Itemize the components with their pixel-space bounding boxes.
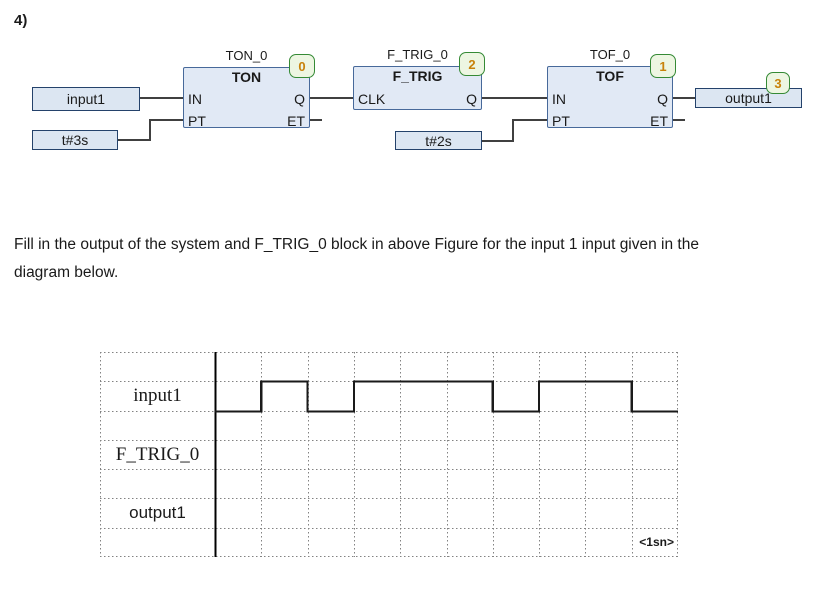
tof-pin-et: ET [650,113,668,129]
ton-pin-et: ET [287,113,305,129]
timing-row-label-ftrig0: F_TRIG_0 [115,443,200,465]
tof-order-badge: 1 [650,54,676,78]
input-box-t2s: t#2s [395,131,482,150]
tof-block-title: TOF [596,68,624,84]
ton-block: TON IN PT Q ET [183,67,310,129]
timing-grid [100,352,678,557]
question-text: Fill in the output of the system and F_T… [14,231,699,287]
timing-scale-note: <1sn> [639,535,674,549]
output-box-output1-label: output1 [725,90,772,106]
ton-order-badge: 0 [289,54,315,78]
input-box-t3s: t#3s [32,130,118,150]
timing-diagram: input1 F_TRIG_0 output1 <1sn> [100,352,678,557]
ton-pin-pt: PT [188,113,206,129]
function-block-diagram: input1 t#3s t#2s TON_0 TON IN PT Q ET 0 … [0,0,815,210]
ton-instance-label: TON_0 [225,48,268,63]
ton-block-title: TON [231,69,262,85]
ftrig-instance-label: F_TRIG_0 [387,47,448,62]
output-order-badge: 3 [766,72,790,94]
ton-pin-in: IN [188,91,202,107]
tof-instance-label: TOF_0 [589,47,631,62]
input-box-t3s-label: t#3s [61,132,89,148]
ftrig-order-badge: 2 [459,52,485,76]
question-number: 4) [14,12,28,29]
tof-pin-pt: PT [552,113,570,129]
timing-row-label-input1: input1 [133,384,182,406]
tof-block: TOF IN PT Q ET [547,66,673,129]
question-text-line2: diagram below. [14,264,119,281]
input-box-input1: input1 [32,87,140,111]
timing-row-label-output1: output1 [129,502,186,522]
input-box-t2s-label: t#2s [425,132,452,149]
tof-pin-in: IN [552,91,566,107]
ftrig-block-title: F_TRIG [392,68,443,84]
ton-pin-q: Q [294,91,305,107]
ftrig-pin-clk: CLK [358,91,386,107]
ftrig-pin-q: Q [466,91,477,107]
tof-pin-q: Q [657,91,668,107]
question-text-line1: Fill in the output of the system and F_T… [14,236,699,253]
input-box-input1-label: input1 [66,91,106,107]
